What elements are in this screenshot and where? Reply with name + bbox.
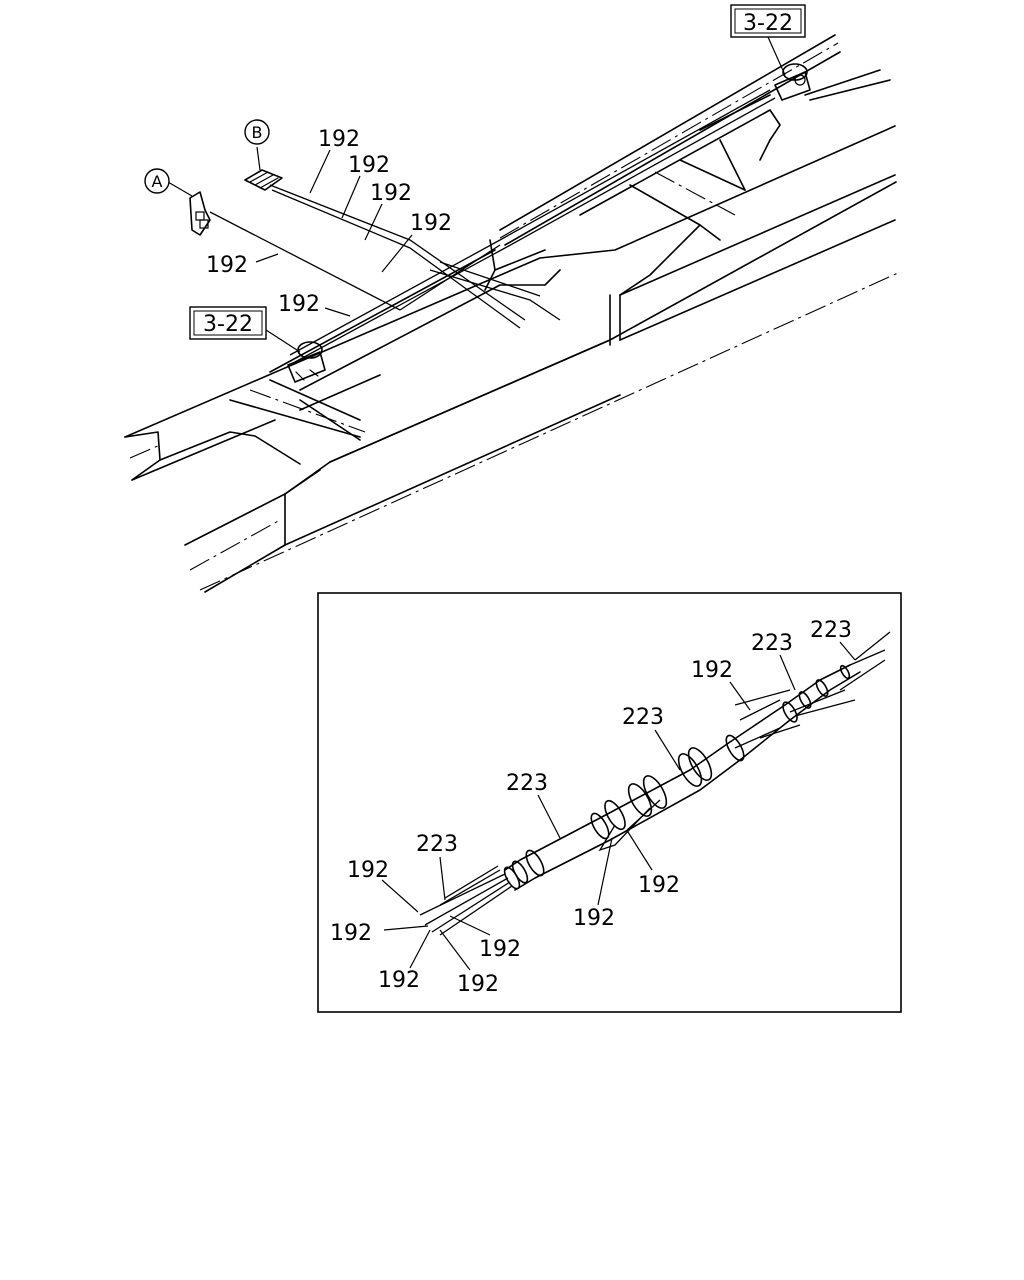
part-label: 192 [318, 127, 360, 152]
part-label: 223 [810, 618, 852, 643]
part-label: 192 [348, 153, 390, 178]
connector-b-icon [244, 146, 283, 191]
harness-bundle [503, 664, 861, 891]
part-label: 192 [479, 937, 521, 962]
part-label: 192 [638, 873, 680, 898]
wire-fans [419, 631, 891, 936]
chassis-frame [124, 34, 901, 593]
part-label: 192 [457, 972, 499, 997]
part-label: 223 [506, 771, 548, 796]
harness-on-frame [209, 89, 776, 363]
top-part-labels: 192 192 192 192 192 192 [206, 127, 452, 317]
part-label: 192 [330, 921, 372, 946]
part-label: 192 [347, 858, 389, 883]
part-label: 192 [370, 181, 412, 206]
reference-box-label: 3-22 [743, 11, 793, 36]
part-label: 192 [278, 292, 320, 317]
part-label: 223 [416, 832, 458, 857]
part-label: 192 [410, 211, 452, 236]
part-label: 223 [622, 705, 664, 730]
circled-ref-a: A [144, 168, 170, 194]
clamp-icon [774, 63, 811, 101]
detail-inset: 223 223 192 223 223 223 192 192 192 192 … [317, 592, 902, 1013]
reference-box[interactable]: 3-22 [730, 4, 806, 38]
reference-box[interactable]: 3-22 [189, 306, 267, 340]
circled-ref-b: B [244, 119, 270, 145]
part-label: 223 [751, 631, 793, 656]
part-label: 192 [206, 253, 248, 278]
svg-text:B: B [252, 123, 263, 142]
part-label: 192 [378, 968, 420, 993]
reference-box-label: 3-22 [203, 312, 253, 337]
part-label: 192 [573, 906, 615, 931]
part-label: 192 [691, 658, 733, 683]
svg-text:A: A [152, 172, 163, 191]
connector-a-icon [167, 181, 211, 236]
